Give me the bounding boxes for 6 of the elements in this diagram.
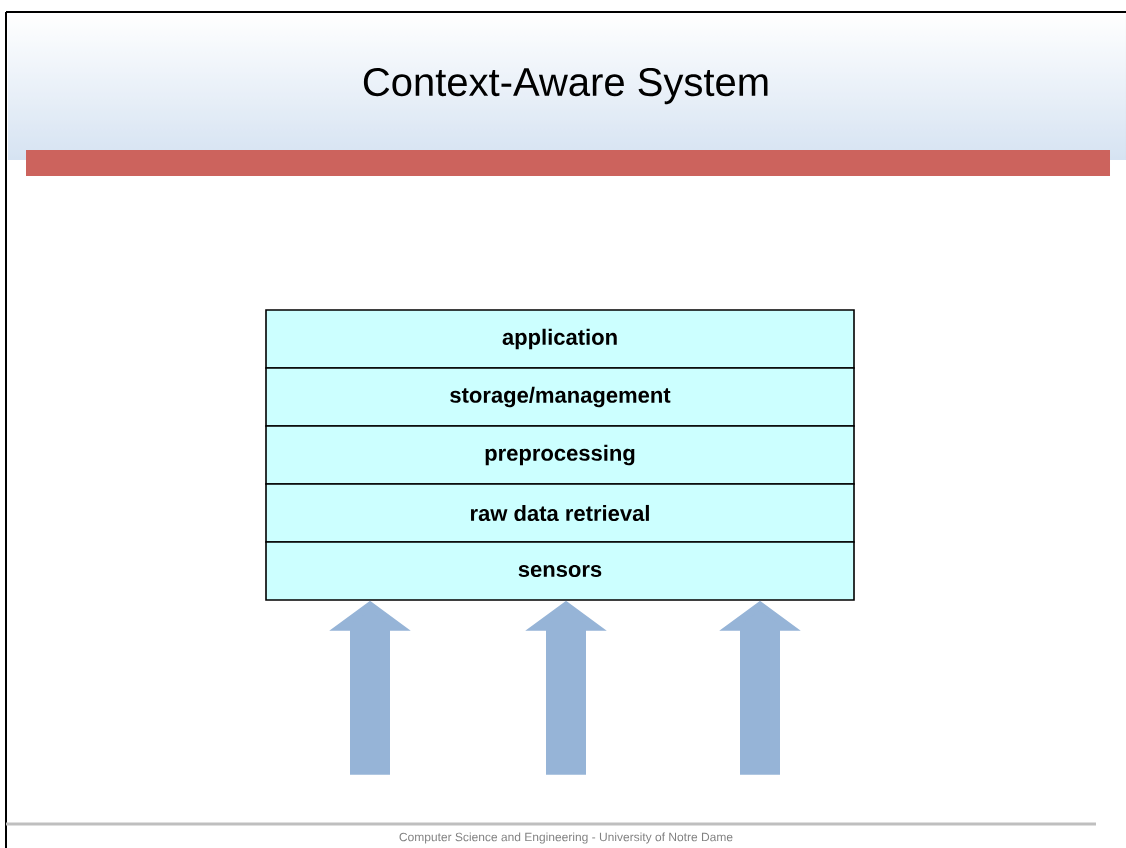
layer-box: application bbox=[265, 309, 855, 369]
slide-title: Context-Aware System bbox=[363, 67, 768, 105]
layer-box: raw data retrieval bbox=[265, 483, 855, 543]
layer-box: preprocessing bbox=[265, 425, 855, 485]
layer-box: storage/management bbox=[265, 367, 855, 427]
layer-box: sensors bbox=[265, 541, 855, 601]
